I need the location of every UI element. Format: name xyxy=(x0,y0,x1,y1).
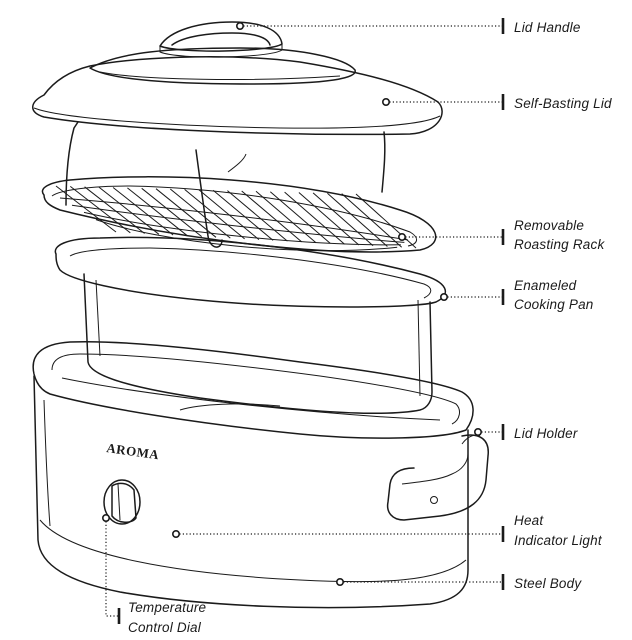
rack-wire xyxy=(355,193,417,249)
callout-labels: Lid Handle Self-Basting Lid Removable Ro… xyxy=(128,20,612,635)
rack-wire xyxy=(241,190,303,243)
rack-wire xyxy=(127,187,188,237)
lid-handle xyxy=(159,21,283,58)
rack-wire xyxy=(84,186,145,234)
leader-bars xyxy=(117,18,505,624)
steel-body xyxy=(32,340,474,609)
label-lid-holder: Lid Holder xyxy=(514,426,578,441)
leader-lines xyxy=(105,25,502,617)
self-basting-lid xyxy=(32,47,443,136)
rack-crossbar xyxy=(59,197,409,241)
rack-crossbar xyxy=(83,211,401,246)
rack-wire xyxy=(341,193,403,248)
label-heat-indicator-light: Heat Indicator Light xyxy=(514,513,603,548)
label-self-basting-lid: Self-Basting Lid xyxy=(514,96,612,111)
rack-wire xyxy=(227,190,288,242)
rack-wire xyxy=(255,190,317,244)
leader-points xyxy=(102,21,482,586)
enameled-cooking-pan xyxy=(54,236,447,414)
label-removable-roasting-rack: Removable Roasting Rack xyxy=(514,218,605,252)
label-lid-handle: Lid Handle xyxy=(514,20,581,35)
rack-wire xyxy=(298,192,360,246)
removable-roasting-rack xyxy=(41,121,437,253)
lid-holder xyxy=(386,434,489,521)
rack-wire xyxy=(284,191,345,245)
rack-crossbar xyxy=(95,219,398,252)
rack-wire xyxy=(141,187,203,237)
temperature-control-dial xyxy=(103,479,141,525)
rack-wire xyxy=(327,192,388,247)
rack-crossbar xyxy=(71,204,405,243)
label-enameled-cooking-pan: Enameled Cooking Pan xyxy=(514,278,594,312)
rack-wire xyxy=(184,189,245,240)
rack-wire xyxy=(155,188,217,238)
rack-wire xyxy=(169,188,231,239)
rack-wire xyxy=(212,189,274,241)
rack-wire xyxy=(312,192,374,247)
rack-wire xyxy=(98,186,160,235)
brand-logo: AROMA xyxy=(106,440,161,462)
label-temperature-control-dial: Temperature Control Dial xyxy=(128,600,210,635)
label-steel-body: Steel Body xyxy=(514,576,582,591)
